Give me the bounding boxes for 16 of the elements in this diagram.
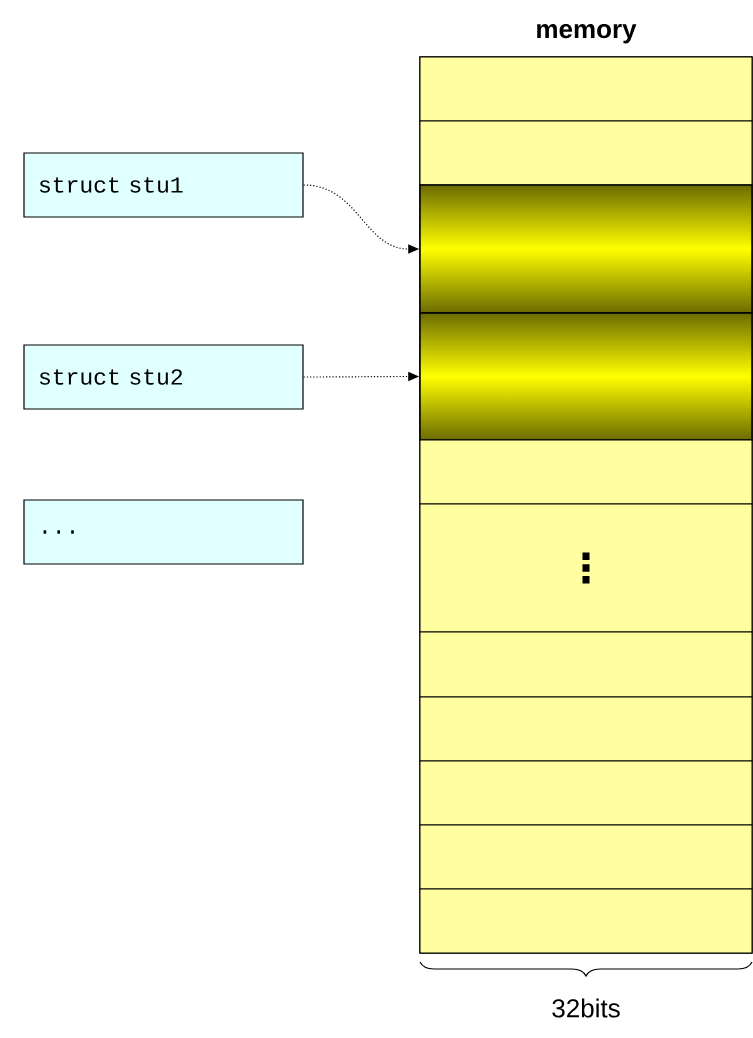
- memory-cell: ⋮: [419, 503, 753, 633]
- dimension-label: 32bits: [552, 998, 620, 1018]
- highlighted-cell: [419, 312, 753, 441]
- struct-box: ...: [23, 499, 304, 565]
- struct-box: struct stu2: [23, 344, 304, 410]
- memory-cell: [419, 824, 753, 890]
- memory-cell: [419, 696, 753, 762]
- memory-cell: [419, 439, 753, 505]
- column-heading: memory: [537, 24, 637, 44]
- struct-box: struct stu1: [23, 152, 304, 218]
- memory-cell: [419, 120, 753, 186]
- memory-cell: [419, 631, 753, 698]
- memory-cell: [419, 760, 753, 826]
- memory-cell: [419, 888, 753, 954]
- memory-cell: [419, 56, 753, 122]
- highlighted-cell: [419, 184, 753, 314]
